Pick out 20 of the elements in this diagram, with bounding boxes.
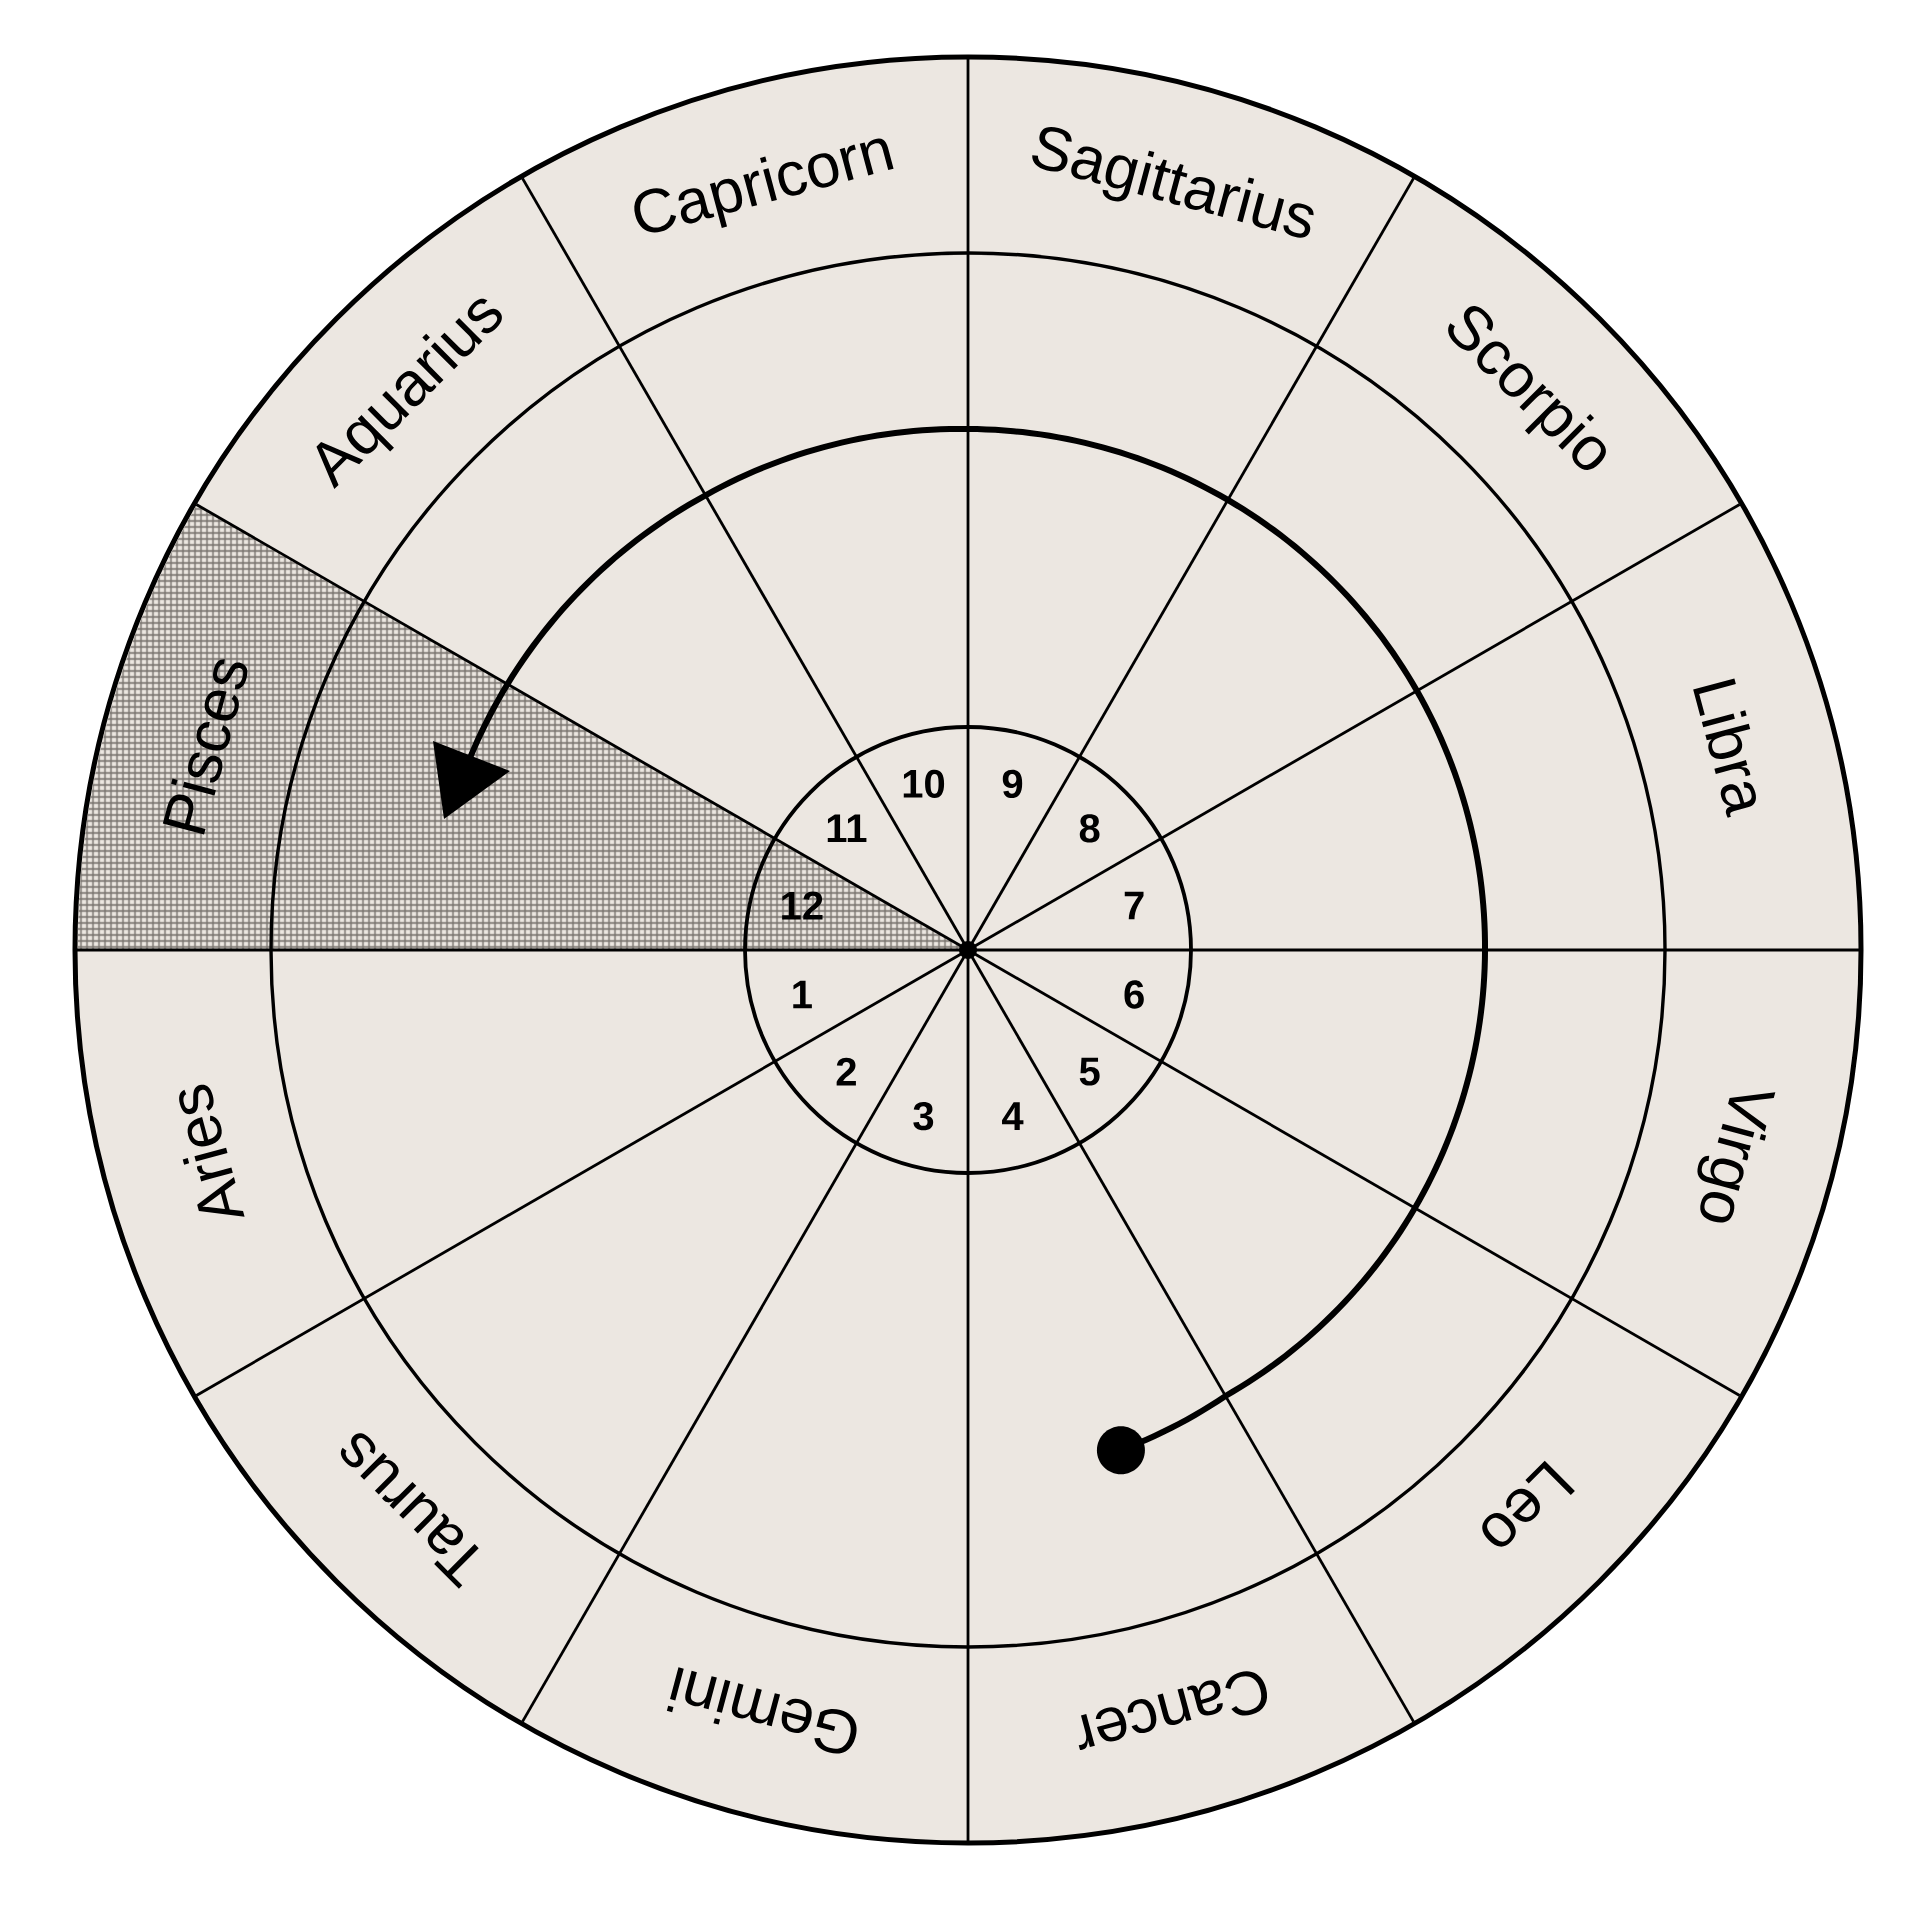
sign-label: Virgo [1697, 1092, 1776, 1223]
sign-label: Aries [179, 1084, 245, 1217]
sign-label: Libra [1693, 678, 1756, 818]
house-number: 9 [1002, 769, 1023, 798]
house-number: 8 [1079, 814, 1100, 843]
sign-label: Capricorn [634, 138, 894, 233]
house-number: 1 [793, 980, 812, 1009]
house-number: 5 [1079, 1057, 1100, 1086]
house-number: 7 [1124, 891, 1144, 920]
house-number: 4 [1002, 1102, 1024, 1130]
sign-label: Leo [1482, 1460, 1575, 1547]
sign-label: Gemini [666, 1667, 857, 1754]
sign-label: Pisces [162, 659, 248, 835]
house-number: 6 [1124, 980, 1144, 1009]
house-number: 2 [836, 1057, 856, 1086]
house-number: 10 [903, 769, 945, 798]
house-number: 3 [913, 1101, 934, 1131]
sign-label: Cancer [1078, 1671, 1268, 1750]
house-number: 12 [782, 891, 823, 920]
house-number: 11 [827, 814, 867, 843]
